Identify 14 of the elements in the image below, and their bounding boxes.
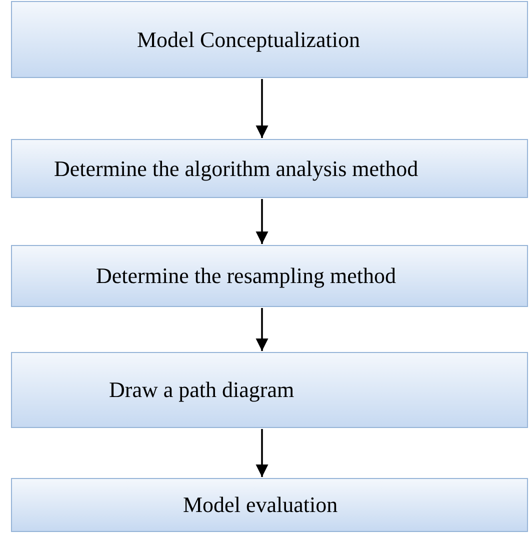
- box-label: Determine the resampling method: [96, 263, 396, 289]
- arrow: [256, 429, 268, 477]
- process-box: [11, 478, 528, 532]
- process-box: [11, 139, 528, 198]
- process-box: [11, 352, 528, 428]
- arrow: [256, 199, 268, 244]
- process-box: [11, 1, 528, 78]
- box-label: Model Conceptualization: [137, 26, 360, 52]
- process-box: [11, 245, 528, 307]
- box-label: Determine the algorithm analysis method: [54, 156, 418, 182]
- box-label: Model evaluation: [183, 492, 338, 518]
- arrow: [256, 308, 268, 351]
- arrow: [256, 79, 268, 138]
- box-label: Draw a path diagram: [109, 377, 294, 403]
